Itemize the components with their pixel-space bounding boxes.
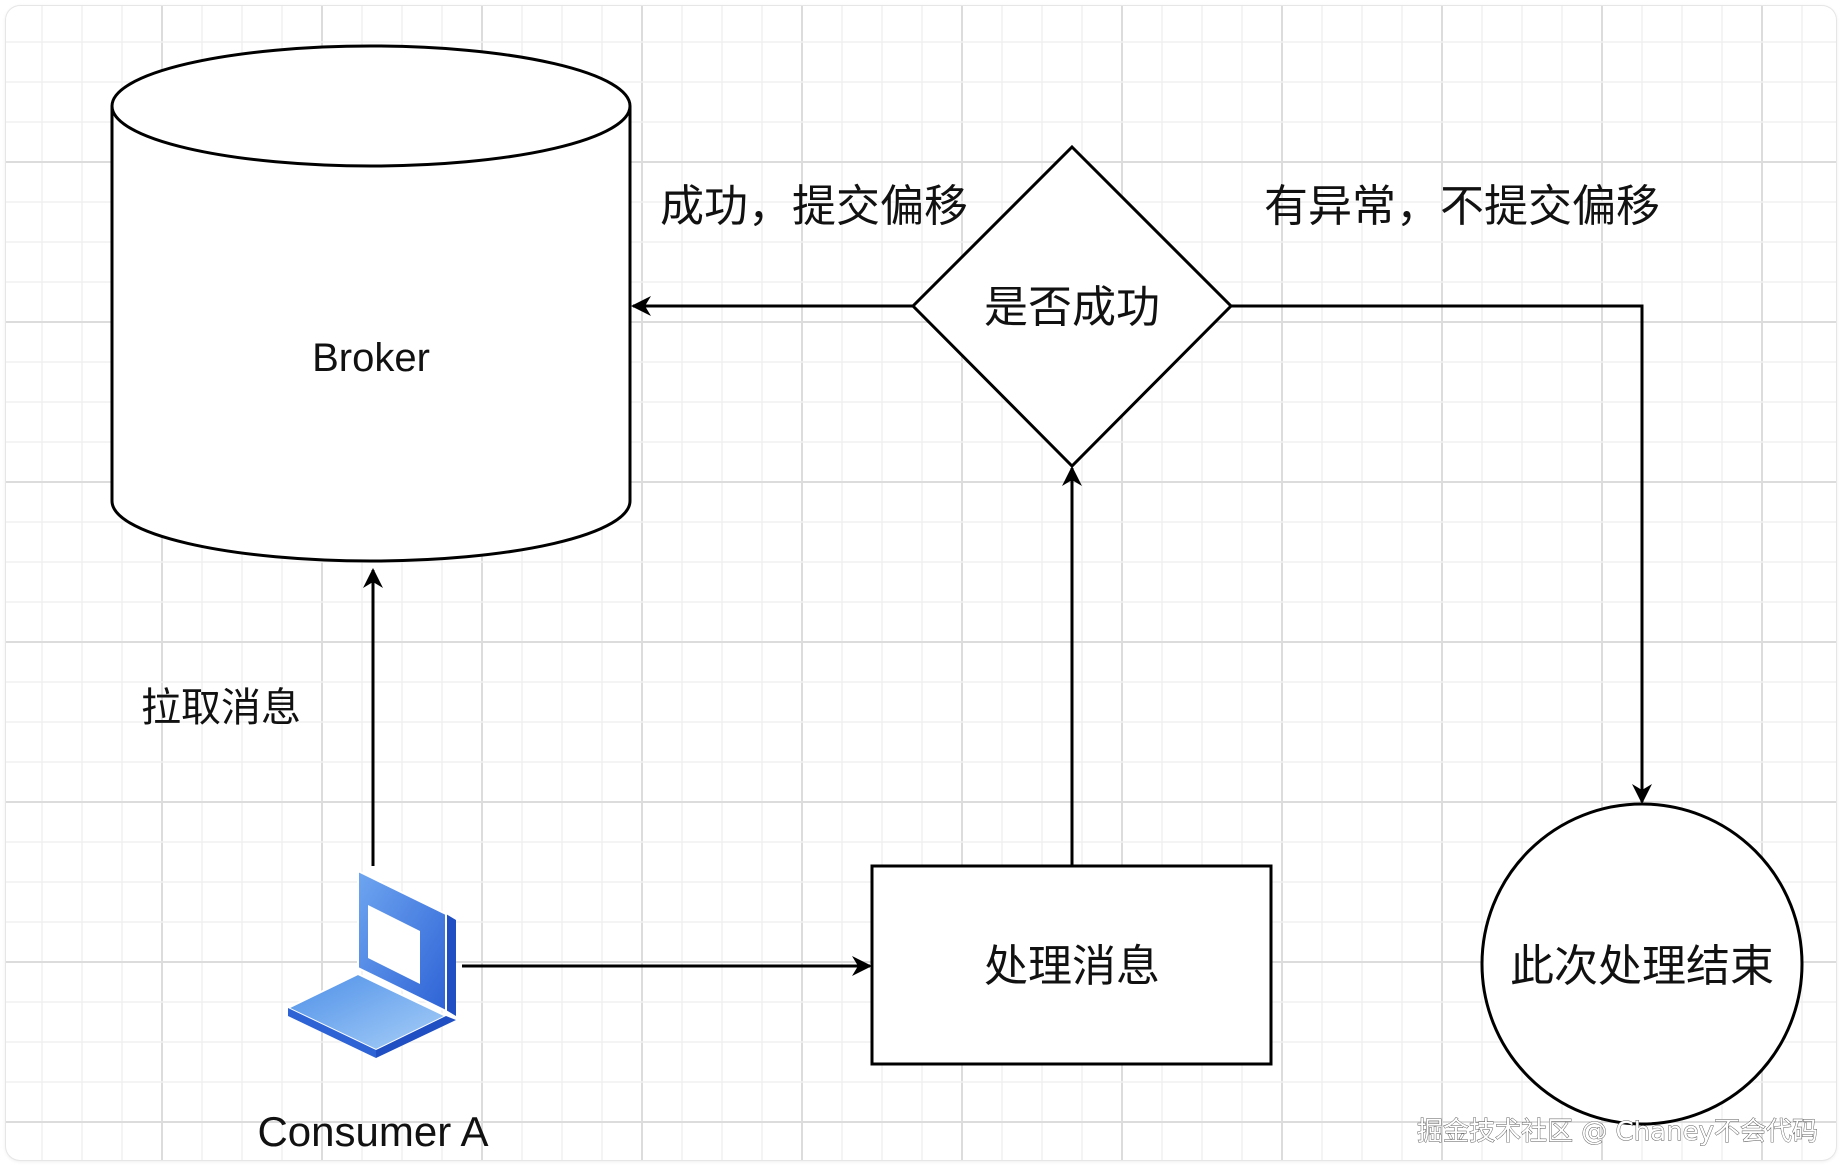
- consumer-node[interactable]: Consumer A: [257, 869, 489, 1155]
- process-label: 处理消息: [984, 941, 1160, 992]
- diagram-svg: Broker 拉取消息 Consumer A: [6, 6, 1836, 1160]
- edge-label-pull-message: 拉取消息: [141, 685, 301, 731]
- broker-node[interactable]: Broker: [110, 44, 632, 563]
- decision-label: 是否成功: [984, 282, 1160, 333]
- broker-cylinder-top: [110, 44, 632, 168]
- edge-pull-message: 拉取消息: [141, 568, 383, 866]
- broker-label: Broker: [312, 336, 430, 380]
- decision-diamond: [910, 144, 1234, 469]
- diagram-canvas: Broker 拉取消息 Consumer A: [6, 6, 1836, 1160]
- decision-node[interactable]: 是否成功: [910, 144, 1234, 469]
- edge-success-commit: 成功，提交偏移: [631, 181, 968, 316]
- end-circle: [1480, 802, 1804, 1126]
- watermark: 掘金技术社区 @ Chaney不会代码: [1417, 1117, 1818, 1147]
- process-box: [870, 864, 1273, 1066]
- edge-label-exception: 有异常，不提交偏移: [1264, 181, 1660, 232]
- broker-cylinder-body: [110, 106, 632, 563]
- consumer-label: Consumer A: [257, 1108, 488, 1155]
- end-node[interactable]: 此次处理结束: [1480, 802, 1804, 1126]
- edge-exception-no-commit: 有异常，不提交偏移: [1231, 181, 1660, 804]
- end-label: 此次处理结束: [1510, 941, 1774, 992]
- edge-label-success: 成功，提交偏移: [660, 181, 968, 232]
- process-node[interactable]: 处理消息: [870, 864, 1273, 1066]
- laptop-icon: [285, 869, 456, 1058]
